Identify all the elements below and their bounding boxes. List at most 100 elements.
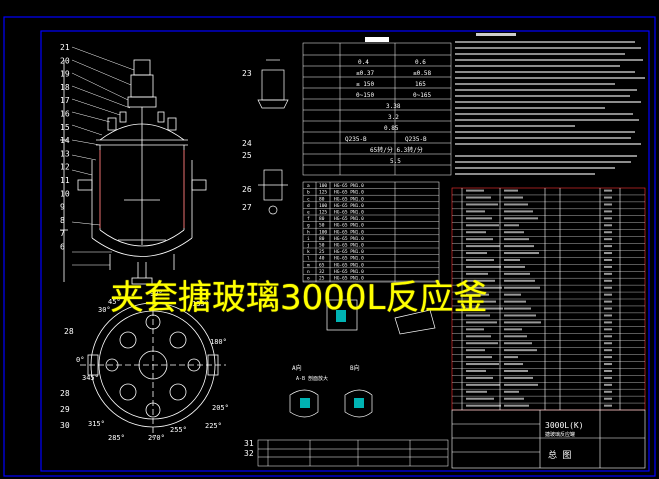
nozzle-standard: HG-65 PN1.0 (334, 236, 364, 242)
title-block-drawing: 总 图 (548, 449, 571, 461)
bom-text-mark (604, 397, 612, 400)
nozzle-dn: 40 (319, 256, 325, 262)
balloon-27: 27 (242, 203, 252, 212)
balloon-31: 31 (244, 439, 254, 448)
bom-text-mark (466, 286, 502, 289)
nozzle-standard: HG-65 PN1.0 (334, 196, 364, 202)
dt-r3-c0: 0~150 (356, 92, 374, 99)
nozzle-dn: 125 (319, 190, 327, 196)
balloon-21: 21 (60, 43, 70, 52)
nozzle-row: i 80 HG-65 PN1.0 (307, 236, 364, 242)
bom-text-mark (466, 349, 485, 352)
bom-text-mark (466, 314, 490, 317)
nozzle-mark: m (307, 263, 310, 268)
balloon-28: 28 (60, 389, 70, 398)
dt-r7-c0: Q235-B (345, 136, 367, 143)
bom-text-mark (504, 300, 526, 303)
nozzle-mark: n (307, 270, 310, 275)
bom-text-mark (604, 335, 612, 338)
bom-text-mark (504, 286, 540, 289)
nozzle-mark: g (307, 224, 310, 229)
bom-text-mark (604, 356, 612, 359)
bom-text-mark (604, 238, 612, 241)
leader-lines-left (71, 46, 135, 266)
nozzle-standard: HG-65 PN1.0 (334, 262, 364, 268)
dt-r4-c0: 3.38 (386, 103, 401, 110)
nozzle-dn: 65 (319, 262, 325, 268)
bom-text-mark (466, 217, 492, 220)
plan-view (80, 292, 226, 438)
dt-r0-c1: 0.6 (415, 59, 426, 66)
nozzle-standard: HG-65 PN1.0 (334, 269, 364, 275)
inner-frame (40, 30, 650, 472)
plan-view-label: 28 (64, 327, 74, 336)
nozzle-mark: h (307, 229, 310, 235)
nozzle-dn: 50 (319, 243, 325, 249)
bom-text-mark (504, 328, 522, 331)
title-block-subtitle: 搪玻璃反应罐 (545, 431, 575, 438)
bom-text-mark (466, 245, 500, 248)
balloon-8: 8 (60, 216, 65, 225)
bom-text-mark (504, 349, 537, 352)
title-block (451, 409, 646, 469)
angle-345: 345° (82, 374, 99, 382)
nozzle-dn: 80 (319, 236, 325, 242)
bom-text-mark (604, 245, 612, 248)
angle-90: 90° (150, 290, 163, 298)
bom-text-mark (466, 383, 500, 386)
bom-text-mark (466, 335, 491, 338)
bom-text-mark (604, 196, 612, 199)
bom-text-mark (504, 252, 539, 255)
bom-text-mark (604, 293, 612, 296)
nozzle-dn: 100 (319, 183, 327, 189)
bom-text-mark (466, 210, 485, 213)
bom-text-mark (466, 231, 486, 234)
bom-text-mark (604, 321, 612, 324)
nozzle-dn: 50 (319, 223, 325, 229)
balloon-10: 10 (60, 189, 70, 198)
nozzle-dn: 25 (319, 276, 325, 282)
bom-table-rows (452, 189, 645, 407)
bom-text-mark (504, 390, 519, 393)
bom-text-mark (504, 404, 529, 407)
bom-text-mark (504, 363, 523, 366)
nozzle-dn: 80 (319, 216, 325, 222)
bom-text-mark (466, 196, 491, 199)
bom-text-mark (504, 383, 538, 386)
nozzle-mark: o (307, 277, 310, 282)
angle-135: 135° (192, 300, 209, 308)
bom-text-mark (504, 342, 532, 345)
dt-r0-c0: 0.4 (358, 59, 369, 66)
bom-text-mark (504, 189, 518, 192)
bom-text-mark (466, 321, 497, 324)
bom-text-mark (466, 189, 484, 192)
angle-205: 205° (212, 404, 229, 412)
bom-text-mark (504, 203, 528, 206)
bom-text-mark (604, 314, 612, 317)
bom-text-mark (466, 279, 495, 282)
plan-view-ticks: 0° 30° 45° 90° 135° 180° 205° 225° 255° … (76, 290, 229, 442)
section-label-a: A向 (292, 364, 302, 372)
bom-text-mark (504, 321, 541, 324)
bom-text-mark (604, 279, 612, 282)
nozzle-mark: i (307, 236, 310, 242)
angle-30: 30° (98, 306, 111, 314)
bom-text-mark (466, 328, 484, 331)
dt-r7-c1: Q235-B (405, 136, 427, 143)
bom-text-mark (466, 307, 503, 310)
bom-text-mark (604, 376, 612, 379)
bom-text-mark (604, 342, 612, 345)
bom-text-mark (604, 210, 612, 213)
dt-r9-c0: 5.5 (390, 158, 401, 165)
bom-text-mark (466, 342, 498, 345)
bom-text-mark (504, 279, 535, 282)
nozzle-standard: HG-65 PN1.0 (334, 216, 364, 222)
bom-text-mark (504, 224, 519, 227)
bom-text-mark (604, 328, 612, 331)
